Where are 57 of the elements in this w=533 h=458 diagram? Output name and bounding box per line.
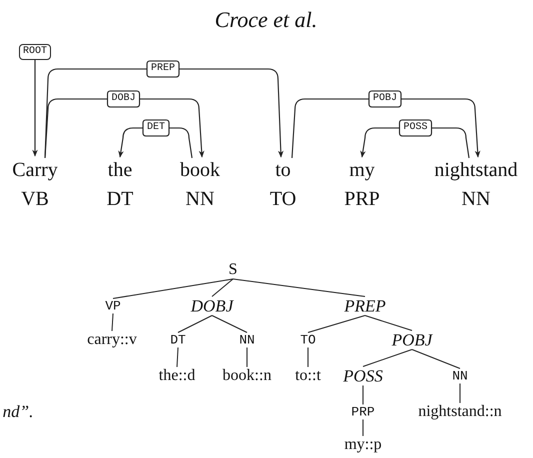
- tree-branch: [364, 315, 412, 331]
- edge-label: PREP: [151, 63, 175, 75]
- tree-branch: [212, 278, 234, 297]
- pos-tag: NN: [462, 185, 490, 214]
- tree-branch: [362, 419, 364, 436]
- tree-branch: [212, 315, 248, 333]
- dependency-arrow: [118, 119, 193, 159]
- tree-word: the::d: [158, 367, 196, 385]
- label-box: ROOT: [19, 44, 51, 60]
- word: Carry: [12, 158, 58, 183]
- tree-word: nightstand::n: [418, 403, 502, 421]
- dependency-arrow: [32, 60, 38, 157]
- pos-tag: DT: [106, 185, 134, 214]
- page-title: Croce et al.: [214, 7, 318, 33]
- word: the: [108, 158, 132, 183]
- tree-branch: [362, 349, 412, 367]
- tree-word: carry::v: [87, 331, 137, 349]
- tree-word: book::n: [222, 367, 272, 385]
- tree-branch: [246, 347, 248, 368]
- tree-branch: [232, 278, 366, 297]
- dependency-arrow: [360, 119, 470, 159]
- tree-branch: [178, 315, 212, 333]
- relation-label: DOBJ: [190, 296, 234, 316]
- dependency-arrow: [44, 60, 284, 159]
- pos-tag: NN: [452, 368, 468, 384]
- tree-word: my::p: [344, 436, 382, 454]
- pos-tag: VP: [105, 298, 121, 314]
- dependency-arrow: [44, 90, 204, 159]
- edge-label: DET: [147, 122, 165, 134]
- relation-label: POBJ: [392, 330, 432, 350]
- word: to: [275, 158, 291, 183]
- tree-branch: [112, 313, 114, 332]
- tree-branch: [412, 349, 460, 369]
- tree-branch: [112, 278, 234, 299]
- pos-tag: TO: [270, 185, 296, 214]
- pos-tag: VB: [21, 185, 49, 214]
- edge-label: POSS: [404, 122, 428, 134]
- caption-fragment: nd”.: [2, 402, 34, 422]
- tree-word: S: [228, 261, 238, 279]
- edge-label: POBJ: [373, 93, 397, 105]
- pos-tag: PRP: [351, 404, 375, 420]
- word: nightstand: [434, 158, 518, 183]
- pos-tag: NN: [186, 185, 214, 214]
- tree-branch: [308, 315, 366, 333]
- dependency-arrow: [291, 90, 480, 159]
- edge-label: DOBJ: [112, 93, 136, 105]
- tree-branch: [176, 347, 178, 368]
- pos-tag: DT: [170, 332, 186, 348]
- pos-tag: TO: [300, 332, 316, 348]
- word: my: [349, 158, 375, 183]
- tree-word: to::t: [295, 367, 321, 385]
- pos-tag: PRP: [344, 185, 380, 214]
- tree-branch: [362, 385, 364, 405]
- relation-label: PREP: [344, 296, 386, 316]
- pos-tag: NN: [239, 332, 255, 348]
- word: book: [180, 158, 220, 183]
- relation-label: POSS: [343, 366, 383, 386]
